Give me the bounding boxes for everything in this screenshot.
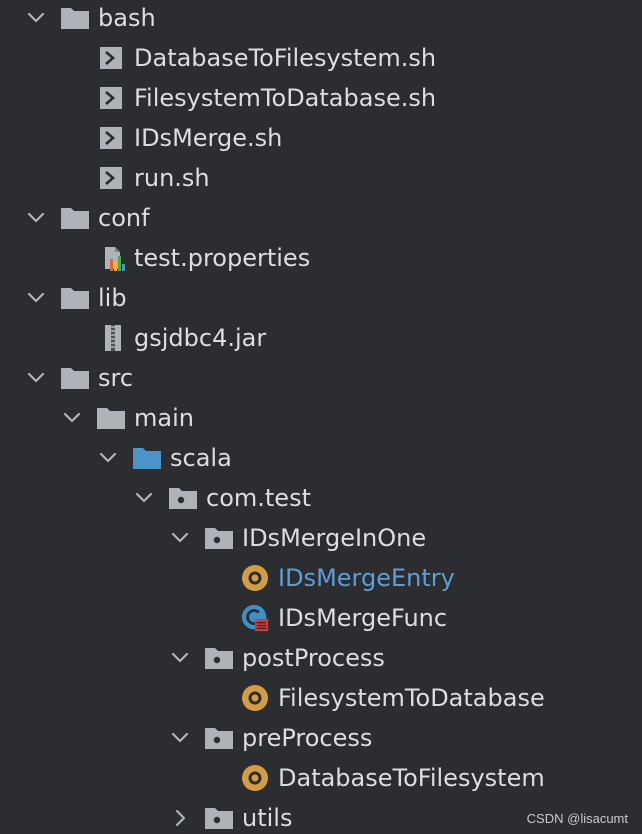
tree-item-label: main xyxy=(134,404,194,432)
tree-item-label: FilesystemToDatabase.sh xyxy=(134,84,437,112)
tree-item-label: com.test xyxy=(206,484,311,512)
tree-row-bash[interactable]: bash xyxy=(0,0,642,38)
tree-item-label: run.sh xyxy=(134,164,210,192)
tree-row-filesystem-to-database[interactable]: FilesystemToDatabase xyxy=(0,678,642,718)
tree-row-src[interactable]: src xyxy=(0,358,642,398)
tree-row-database-to-filesystem-sh[interactable]: DatabaseToFilesystem.sh xyxy=(0,38,642,78)
tree-row-pre-process[interactable]: preProcess xyxy=(0,718,642,758)
source-root-folder-icon xyxy=(132,443,162,473)
scala-object-icon xyxy=(240,763,270,793)
tree-item-label: FilesystemToDatabase xyxy=(278,684,545,712)
tree-row-ids-merge-sh[interactable]: IDsMerge.sh xyxy=(0,118,642,158)
shell-script-icon xyxy=(96,123,126,153)
chevron-down-icon[interactable] xyxy=(26,208,46,228)
scala-object-icon xyxy=(240,683,270,713)
tree-row-test-properties[interactable]: test.properties xyxy=(0,238,642,278)
chevron-right-icon[interactable] xyxy=(170,808,190,828)
tree-item-label: postProcess xyxy=(242,644,385,672)
tree-item-label: IDsMergeInOne xyxy=(242,524,427,552)
tree-item-label: bash xyxy=(98,4,156,32)
chevron-down-icon[interactable] xyxy=(62,408,82,428)
tree-row-lib[interactable]: lib xyxy=(0,278,642,318)
chevron-down-icon[interactable] xyxy=(26,8,46,28)
chevron-down-icon[interactable] xyxy=(98,448,118,468)
package-icon xyxy=(204,723,234,753)
tree-row-main[interactable]: main xyxy=(0,398,642,438)
chevron-down-icon[interactable] xyxy=(170,528,190,548)
chevron-down-icon[interactable] xyxy=(26,368,46,388)
tree-row-utils[interactable]: utils xyxy=(0,798,642,834)
folder-icon xyxy=(96,403,126,433)
folder-icon xyxy=(60,3,90,33)
tree-item-label: utils xyxy=(242,804,293,832)
shell-script-icon xyxy=(96,43,126,73)
chevron-down-icon[interactable] xyxy=(170,648,190,668)
tree-row-run-sh[interactable]: run.sh xyxy=(0,158,642,198)
tree-row-database-to-filesystem[interactable]: DatabaseToFilesystem xyxy=(0,758,642,798)
tree-item-label: lib xyxy=(98,284,127,312)
watermark-text: CSDN @lisacumt xyxy=(526,811,628,826)
package-icon xyxy=(204,643,234,673)
tree-item-label: src xyxy=(98,364,134,392)
folder-icon xyxy=(60,283,90,313)
tree-row-filesystem-to-database-sh[interactable]: FilesystemToDatabase.sh xyxy=(0,78,642,118)
tree-row-post-process[interactable]: postProcess xyxy=(0,638,642,678)
tree-item-label: DatabaseToFilesystem xyxy=(278,764,545,792)
package-icon xyxy=(204,803,234,833)
folder-icon xyxy=(60,203,90,233)
tree-row-ids-merge-func[interactable]: IDsMergeFunc xyxy=(0,598,642,638)
properties-file-icon xyxy=(98,243,128,273)
tree-item-label: preProcess xyxy=(242,724,373,752)
chevron-down-icon[interactable] xyxy=(134,488,154,508)
scala-class-icon xyxy=(240,603,270,633)
tree-item-label: DatabaseToFilesystem.sh xyxy=(134,44,437,72)
tree-row-ids-merge-entry[interactable]: IDsMergeEntry xyxy=(0,558,642,598)
tree-item-label: conf xyxy=(98,204,150,232)
folder-icon xyxy=(60,363,90,393)
tree-row-scala[interactable]: scala xyxy=(0,438,642,478)
tree-row-com-test[interactable]: com.test xyxy=(0,478,642,518)
tree-item-label: IDsMergeFunc xyxy=(278,604,448,632)
package-icon xyxy=(168,483,198,513)
tree-item-label: test.properties xyxy=(134,244,311,272)
chevron-down-icon[interactable] xyxy=(170,728,190,748)
shell-script-icon xyxy=(96,163,126,193)
scala-object-icon xyxy=(240,563,270,593)
tree-row-ids-merge-in-one[interactable]: IDsMergeInOne xyxy=(0,518,642,558)
shell-script-icon xyxy=(96,83,126,113)
tree-item-label: gsjdbc4.jar xyxy=(134,324,267,352)
chevron-down-icon[interactable] xyxy=(26,288,46,308)
tree-row-conf[interactable]: conf xyxy=(0,198,642,238)
tree-item-label: IDsMergeEntry xyxy=(278,564,455,592)
tree-item-label: IDsMerge.sh xyxy=(134,124,283,152)
tree-item-label: scala xyxy=(170,444,232,472)
jar-archive-icon xyxy=(98,323,128,353)
tree-row-gsjdbc4-jar[interactable]: gsjdbc4.jar xyxy=(0,318,642,358)
package-icon xyxy=(204,523,234,553)
